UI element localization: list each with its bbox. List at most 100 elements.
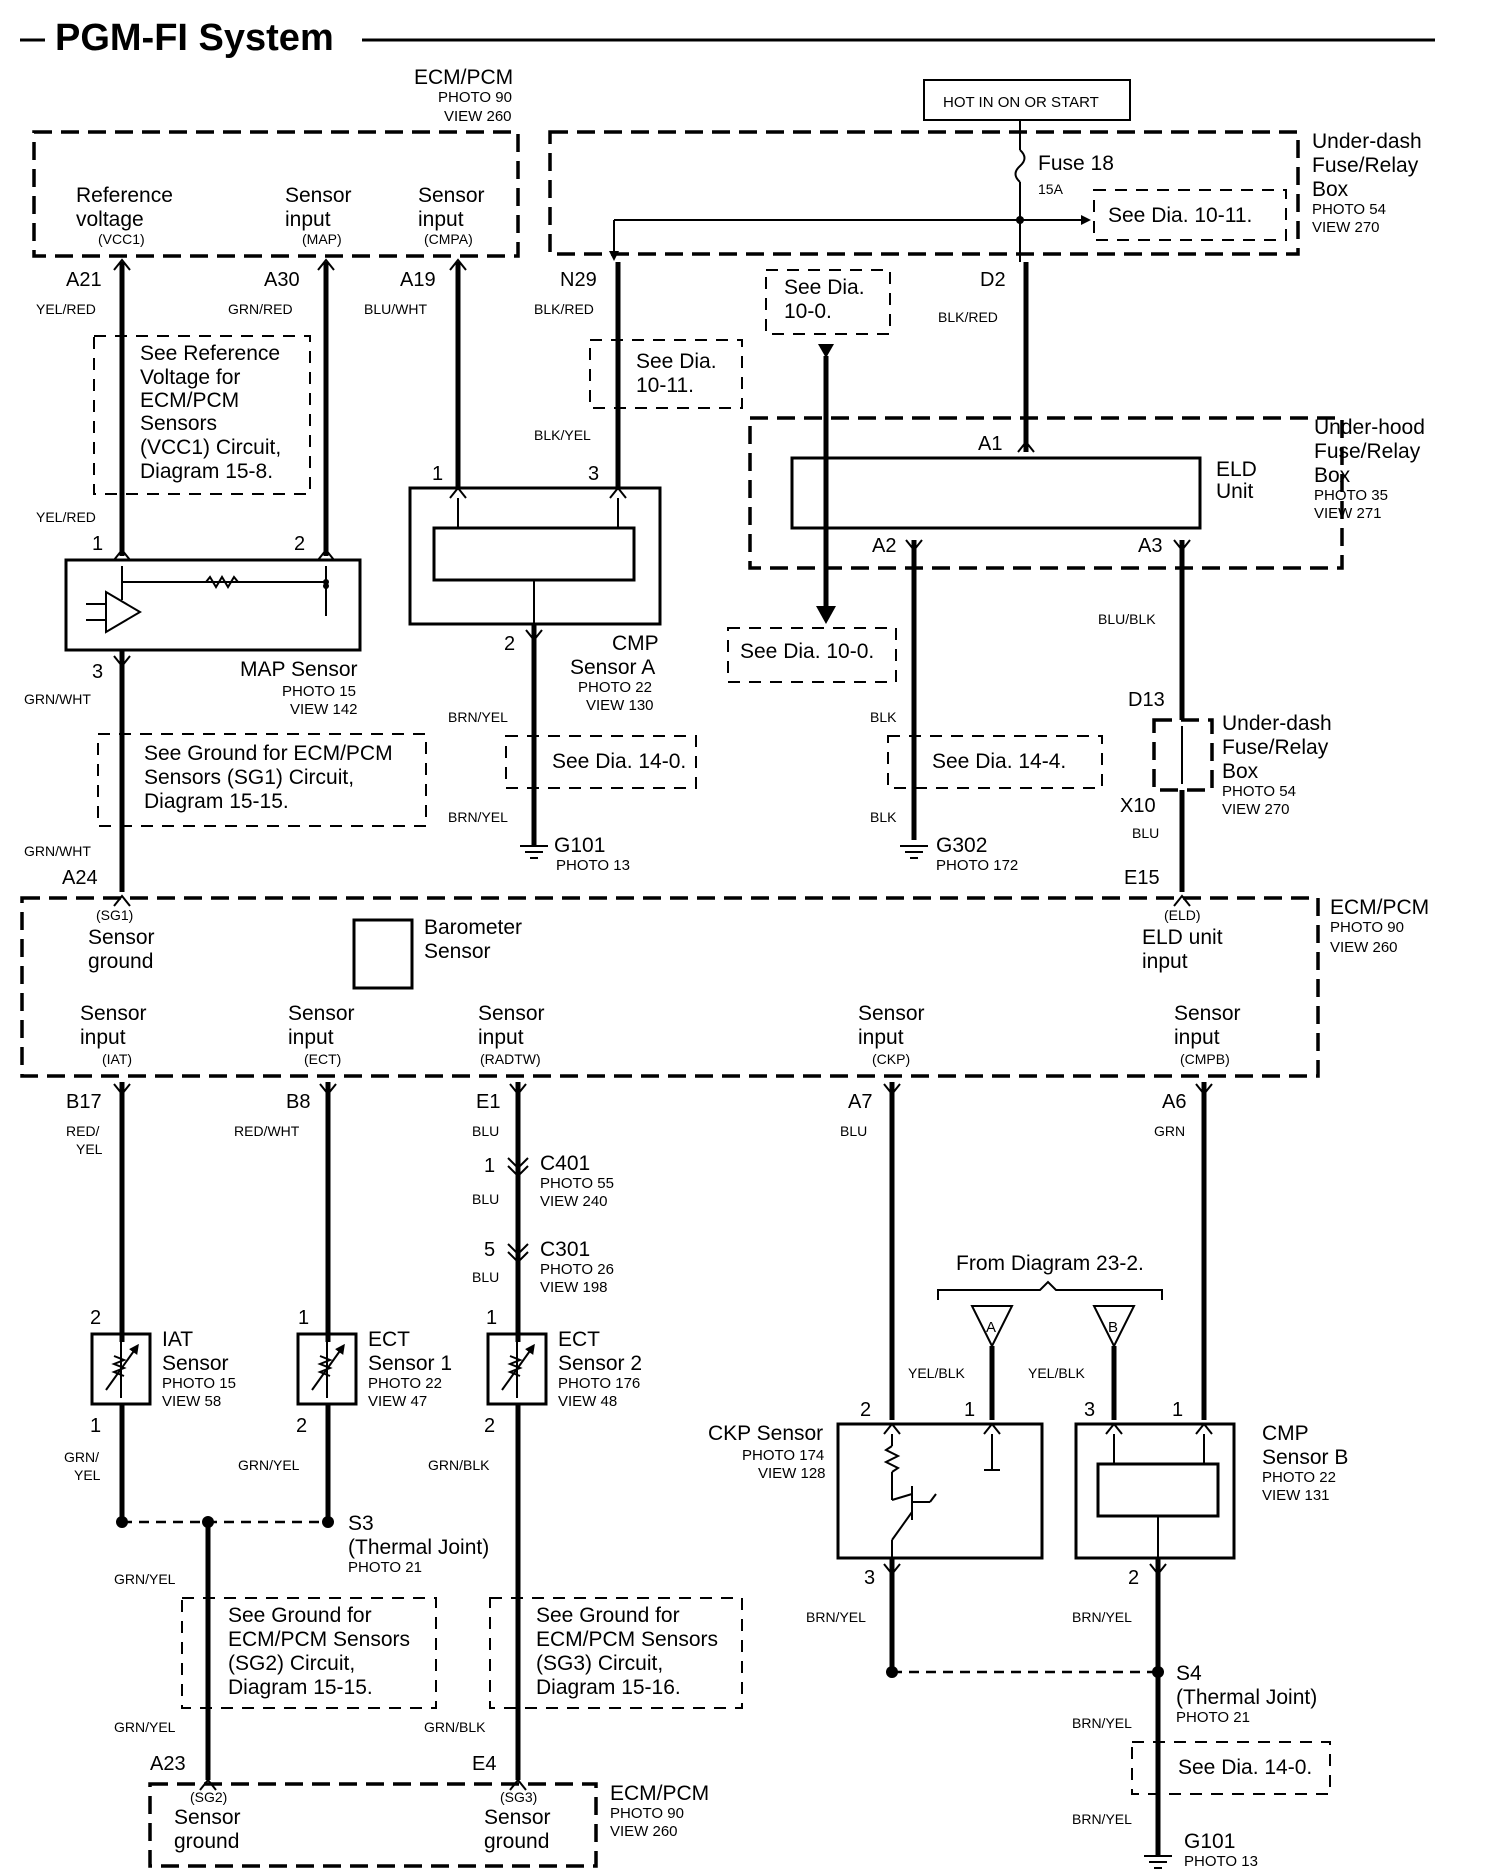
ecm-b17-terminal — [113, 1083, 131, 1096]
underhood-l2: Fuse/Relay — [1314, 440, 1421, 463]
from-diagram-label: From Diagram 23-2. — [956, 1252, 1144, 1275]
c401-view: VIEW 240 — [540, 1193, 608, 1210]
ecm-mid-cmpb-l1: Sensor — [1174, 1002, 1241, 1025]
map-view: VIEW 142 — [290, 701, 358, 718]
map-pin1-terminal — [113, 548, 131, 561]
ecm-mid-photo: PHOTO 90 — [1330, 919, 1404, 936]
note-d100a-l1: See Dia. — [784, 276, 865, 299]
note-d100b-box — [727, 627, 897, 683]
note-sg3-l2: ECM/PCM Sensors — [536, 1628, 718, 1651]
pin-ckp2: 2 — [860, 1399, 871, 1421]
ecm-mid-eld-l1: (ELD) — [1164, 907, 1201, 923]
cmpb-element — [1096, 1462, 1220, 1518]
cmpa-name-l2: Sensor A — [570, 656, 655, 679]
note-vcc1-l5: (VCC1) Circuit, — [140, 436, 281, 459]
pin-a2: A2 — [872, 535, 896, 557]
s4-name-l2: (Thermal Joint) — [1176, 1686, 1317, 1709]
ect2-name-l2: Sensor 2 — [558, 1352, 642, 1375]
fuse-18-label: Fuse 18 — [1038, 152, 1114, 175]
pin-cmpa1: 1 — [432, 463, 443, 485]
ecm-mid-radtw-l3: (RADTW) — [480, 1051, 541, 1067]
pin-e4: E4 — [472, 1753, 496, 1775]
note-d140b-box — [1131, 1741, 1331, 1795]
pin-e15: E15 — [1124, 867, 1160, 889]
fuse-box-top-l3: Box — [1312, 178, 1349, 201]
ecm-top-vcc1-l3: (VCC1) — [98, 231, 145, 247]
cmpa-name-l1: CMP — [612, 632, 659, 655]
pin-ect1a: 1 — [298, 1307, 309, 1329]
ecm-b8-terminal — [319, 1083, 337, 1096]
d100-arrow-bottom — [816, 606, 836, 624]
d100-arrow-top — [818, 344, 834, 358]
pin-c401: 1 — [484, 1155, 495, 1177]
ecm-e4-terminal — [509, 1778, 527, 1791]
pin-map1: 1 — [92, 533, 103, 555]
ect2-name-l1: ECT — [558, 1328, 600, 1351]
c401-photo: PHOTO 55 — [540, 1175, 614, 1192]
s4-node-cmpb — [1152, 1666, 1164, 1678]
note-d1011-top-box — [1093, 189, 1287, 241]
pin-ect1b: 2 — [296, 1415, 307, 1437]
ecm-top-view: VIEW 260 — [444, 108, 512, 125]
pin-cmpb3: 3 — [1084, 1399, 1095, 1421]
ckp-sensor-box — [836, 1422, 1044, 1560]
wire-e1: BLU — [472, 1123, 499, 1139]
wire-s4b: BRN/YEL — [1072, 1811, 1132, 1827]
wire-e1b: BLU — [472, 1191, 499, 1207]
wire-a3-color: BLU/BLK — [1098, 611, 1156, 627]
ecm-mid-ckp-l3: (CKP) — [872, 1051, 910, 1067]
note-d100a-l2: 10-0. — [784, 300, 832, 323]
ckp-transistor-e — [891, 1511, 913, 1541]
ecm-bot-sg2-l2: Sensor — [174, 1806, 241, 1829]
c301-photo: PHOTO 26 — [540, 1261, 614, 1278]
cmpa-pin1-terminal — [449, 486, 467, 499]
pin-ect2b: 2 — [484, 1415, 495, 1437]
ecm-bot-box — [148, 1782, 598, 1868]
ect1-photo: PHOTO 22 — [368, 1375, 442, 1392]
ecm-mid-box — [20, 896, 1320, 1078]
ecm-bot-sg3-l1: (SG3) — [500, 1789, 537, 1805]
pin-ckp1: 1 — [964, 1399, 975, 1421]
note-sg1-l3: Diagram 15-15. — [144, 790, 289, 813]
ecm-e1-terminal — [509, 1083, 527, 1096]
ecm-bot-sg3-l2: Sensor — [484, 1806, 551, 1829]
wire-ect1-gnd: GRN/YEL — [238, 1457, 300, 1473]
fuse-box-top-view: VIEW 270 — [1312, 219, 1380, 236]
eld-name-l2: Unit — [1216, 480, 1254, 503]
ecm-top-cmpa-l1: Sensor — [418, 184, 485, 207]
underdash2-box — [1152, 718, 1214, 792]
map-resistor — [205, 575, 239, 589]
wire-cmpa2b: BRN/YEL — [448, 809, 508, 825]
note-d100a-box — [765, 269, 891, 335]
c301-connector — [507, 1243, 529, 1264]
wire-b17-l2: YEL — [76, 1141, 103, 1157]
ect2-photo: PHOTO 176 — [558, 1375, 640, 1392]
pin-ect2a: 1 — [486, 1307, 497, 1329]
a3-terminal — [1173, 539, 1191, 552]
note-d144: See Dia. 14-4. — [932, 750, 1066, 773]
underdash2-view: VIEW 270 — [1222, 801, 1290, 818]
note-sg1-l1: See Ground for ECM/PCM — [144, 742, 393, 765]
s4-name-l1: S4 — [1176, 1662, 1202, 1685]
wire-a21b: YEL/RED — [36, 509, 96, 525]
ckp-transistor-c — [891, 1493, 913, 1501]
wire-a2b: BLK — [870, 809, 897, 825]
pin-x10: X10 — [1120, 795, 1156, 817]
map-spacer — [140, 582, 326, 612]
note-vcc1-l3: ECM/PCM — [140, 389, 239, 412]
note-vcc1-box — [93, 335, 311, 495]
cmpb-pin3-terminal — [1105, 1422, 1123, 1435]
s3-name-l2: (Thermal Joint) — [348, 1536, 489, 1559]
cmpa-photo: PHOTO 22 — [578, 679, 652, 696]
note-sg3-l1: See Ground for — [536, 1604, 680, 1627]
pin-a23: A23 — [150, 1753, 186, 1775]
ecm-mid-eld-l3: input — [1142, 950, 1188, 973]
pin-cmpb2: 2 — [1128, 1567, 1139, 1589]
cmpa-element — [432, 526, 636, 582]
cmpb-box — [1074, 1422, 1236, 1560]
pin-c301: 5 — [484, 1239, 495, 1261]
cmpb-view: VIEW 131 — [1262, 1487, 1330, 1504]
note-d1011-l2: 10-11. — [636, 374, 694, 397]
map-pin3-terminal — [113, 655, 131, 668]
pin-b17: B17 — [66, 1091, 102, 1113]
